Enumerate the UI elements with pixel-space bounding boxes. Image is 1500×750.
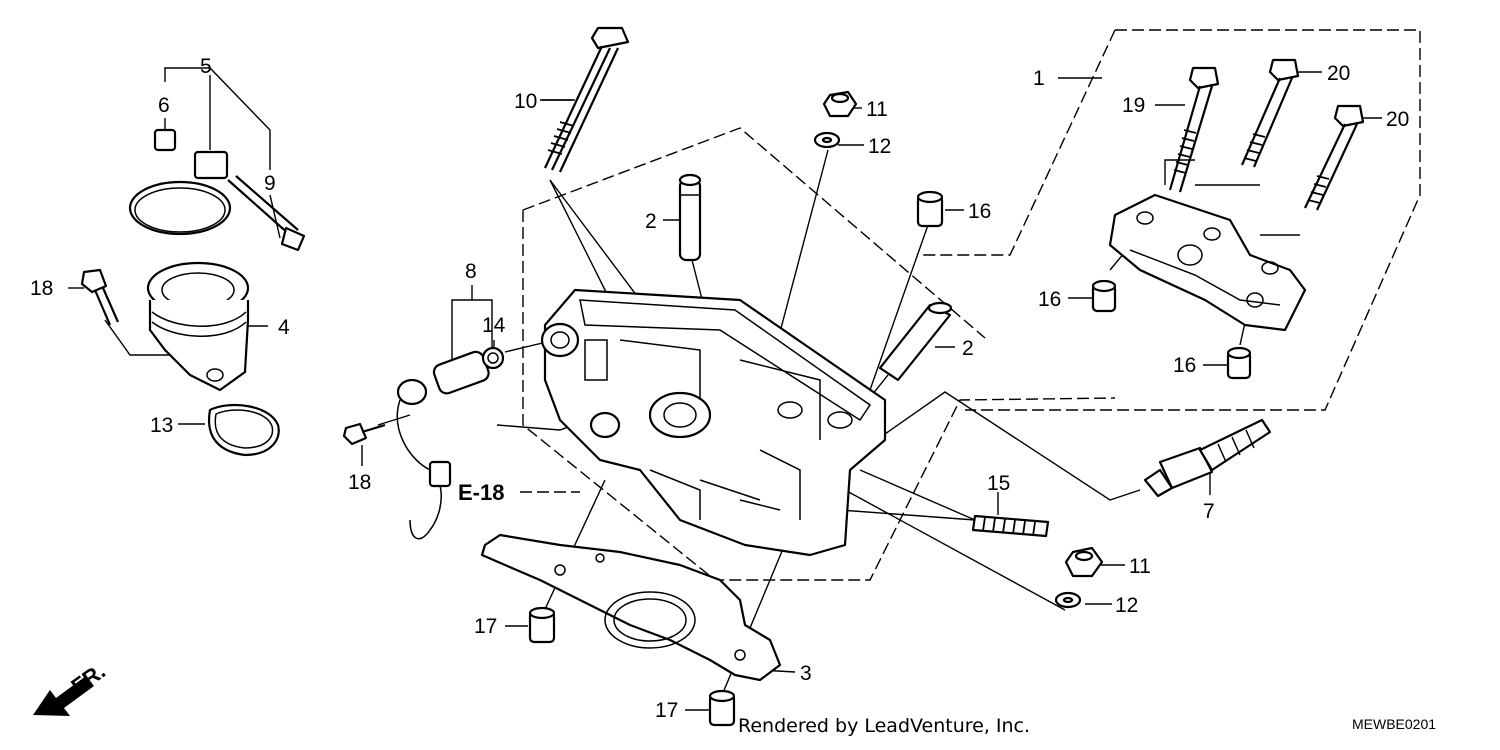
bolt-10 [544,26,630,173]
label-13: 13 [150,414,173,437]
label-16-middle: 16 [968,200,991,223]
insulator-4 [146,261,250,392]
clamp-nut-6 [153,128,177,152]
dowel-17-upper [528,606,556,644]
front-direction-arrow-icon [33,676,94,716]
credit-text: Rendered by LeadVenture, Inc. [738,715,1030,737]
label-16-upper: 16 [1038,288,1061,311]
label-12-lower: 12 [1115,594,1138,617]
label-2-right: 2 [962,337,974,360]
label-7: 7 [1203,500,1215,523]
label-11-top: 11 [866,98,888,121]
bolt-20-left [1240,58,1300,168]
dowel-pin-2-top [678,173,702,262]
label-10: 10 [514,90,537,113]
dowel-pin-2-right [878,301,953,382]
nut-11-lower [1064,546,1104,578]
label-8: 8 [465,260,477,283]
label-19: 19 [1122,94,1145,117]
label-1: 1 [1033,67,1045,90]
washer-12-top [813,131,841,149]
o-ring-13 [207,403,280,457]
label-17-lower: 17 [655,699,678,722]
dowel-17-lower [708,689,736,727]
diagram-code: MEWBE0201 [1352,716,1436,732]
label-18-sensor: 18 [348,471,371,494]
bolt-18-left [80,268,120,326]
reference-e18: E-18 [458,480,504,505]
clamp-screw-9 [227,175,306,252]
footer: Rendered by LeadVenture, Inc. MEWBE0201 [738,715,1436,737]
bolt-20-right [1304,104,1365,211]
spark-plug-7 [1143,418,1272,498]
dowel-16-upper [1091,279,1117,313]
dowel-16-lower [1226,346,1252,380]
clamp-band-5 [128,150,232,236]
sensor-8 [396,346,505,540]
callout-labels: 1 2 2 3 4 5 6 7 8 9 10 11 11 12 12 13 14… [30,55,1409,722]
label-5: 5 [200,55,212,78]
nut-11-top [822,90,858,118]
label-12-top: 12 [868,135,891,158]
label-18-left: 18 [30,277,53,300]
label-20-left: 20 [1327,62,1350,85]
assembly-lines [68,29,1421,711]
dowel-16-middle [916,190,944,228]
label-15: 15 [987,472,1010,495]
rocker-arm-holder-1 [1108,193,1307,332]
label-17-upper: 17 [474,615,497,638]
label-16-lower: 16 [1173,354,1196,377]
label-2-top: 2 [645,210,657,233]
label-4: 4 [278,316,290,339]
head-gasket-3 [480,533,782,682]
cylinder-head [540,288,887,557]
label-20-right: 20 [1386,108,1409,131]
label-11-lower: 11 [1129,555,1151,578]
label-14: 14 [482,314,506,337]
label-6: 6 [158,94,170,117]
label-3: 3 [800,662,812,685]
label-9: 9 [264,172,276,195]
bolt-19 [1168,66,1220,193]
washer-12-lower [1054,591,1082,609]
bolt-18-sensor [342,422,386,446]
stud-bolt-15 [971,514,1050,538]
